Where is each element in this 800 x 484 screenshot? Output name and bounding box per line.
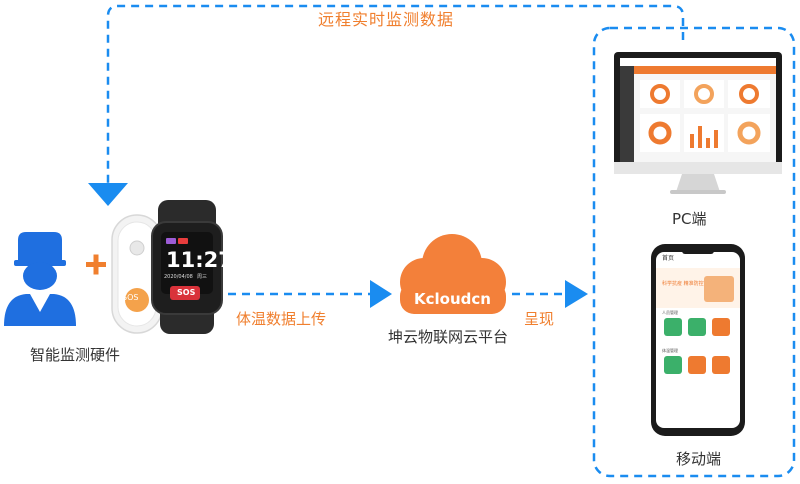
cloud-label: 坤云物联网云平台 xyxy=(388,328,509,346)
present-arrow-head xyxy=(565,280,588,308)
pc-monitor xyxy=(614,52,782,194)
watch-date: 2020/04/08 xyxy=(164,274,193,280)
feedback-dashed-line xyxy=(106,4,685,185)
mobile-banner: 科学抗疫 精准防控 xyxy=(662,281,704,287)
sensor-device xyxy=(111,214,163,334)
mobile-label: 移动端 xyxy=(676,450,722,468)
mobile-section-2: 体温管理 xyxy=(662,348,678,353)
worker-icon xyxy=(4,232,76,326)
client-group-box xyxy=(592,26,796,478)
present-label: 呈现 xyxy=(524,310,555,328)
hardware-label: 智能监测硬件 xyxy=(30,346,121,364)
sensor-sos-badge: SOS xyxy=(122,293,139,302)
watch-sos-button: SOS xyxy=(177,288,196,297)
plus-icon xyxy=(86,254,106,275)
mobile-app-title: 首页 xyxy=(662,255,675,262)
mobile-phone xyxy=(651,244,745,436)
feedback-arrow-head xyxy=(88,183,128,206)
upload-arrow-head xyxy=(370,280,392,308)
mobile-section-1: 人员管理 xyxy=(662,310,678,315)
cloud-icon xyxy=(400,234,506,314)
upload-label: 体温数据上传 xyxy=(236,310,327,328)
smart-watch xyxy=(151,200,223,334)
watch-weekday: 周三 xyxy=(197,274,208,280)
diagram-title: 远程实时监测数据 xyxy=(318,10,455,29)
pc-label: PC端 xyxy=(672,210,707,228)
watch-time: 11:27 xyxy=(166,248,233,272)
cloud-brand: Kcloudcn xyxy=(414,290,491,308)
